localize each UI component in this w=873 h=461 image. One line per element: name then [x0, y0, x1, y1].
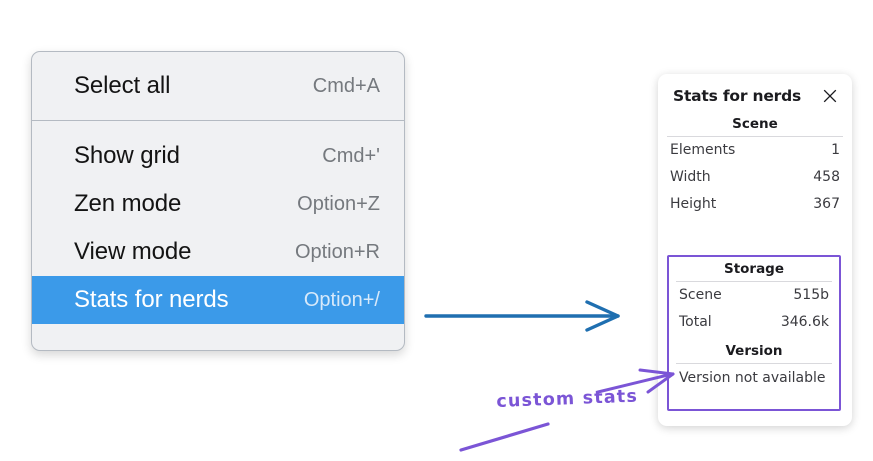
version-section-heading: Version	[725, 343, 783, 359]
stat-key: Elements	[670, 142, 736, 158]
context-menu[interactable]: Select all Cmd+A Show grid Cmd+' Zen mod…	[31, 51, 405, 351]
storage-section-heading: Storage	[723, 261, 785, 277]
scene-rule	[667, 136, 843, 137]
menu-item-zen-mode[interactable]: Zen mode Option+Z	[32, 180, 404, 228]
menu-top-padding	[32, 52, 404, 62]
menu-section-padding	[32, 110, 404, 120]
menu-item-label: View mode	[74, 238, 192, 265]
menu-item-shortcut: Option+/	[303, 288, 380, 311]
stat-row: Width 458	[658, 164, 852, 191]
stat-key: Total	[679, 314, 712, 330]
stat-value: 367	[813, 196, 840, 212]
arrow-right-icon	[424, 300, 620, 332]
menu-section2-top-padding	[32, 121, 404, 132]
menu-item-shortcut: Option+R	[294, 240, 380, 263]
menu-item-shortcut: Option+Z	[297, 192, 380, 215]
panel-title: Stats for nerds	[673, 87, 802, 105]
menu-item-label: Zen mode	[74, 190, 182, 217]
close-icon[interactable]	[822, 88, 838, 104]
stat-value: 515b	[793, 287, 829, 303]
version-rule	[676, 363, 832, 364]
menu-item-stats-for-nerds[interactable]: Stats for nerds Option+/	[32, 276, 404, 324]
menu-section-1: Select all Cmd+A	[32, 52, 404, 120]
version-text: Version not available	[679, 370, 826, 386]
stat-row: Height 367	[658, 191, 852, 218]
menu-item-view-mode[interactable]: View mode Option+R	[32, 228, 404, 276]
stat-key: Width	[670, 169, 711, 185]
scene-section-heading: Scene	[732, 116, 778, 132]
stats-for-nerds-panel[interactable]: Stats for nerds Scene Elements 1 Width 4…	[658, 74, 852, 426]
menu-item-label: Select all	[74, 72, 171, 99]
menu-item-label: Stats for nerds	[74, 286, 229, 313]
menu-item-shortcut: Cmd+A	[312, 74, 380, 97]
menu-item-shortcut: Cmd+'	[322, 144, 380, 167]
menu-item-label: Show grid	[74, 142, 180, 169]
menu-bottom-padding	[32, 324, 404, 343]
stat-row: Scene 515b	[667, 282, 841, 309]
menu-item-show-grid[interactable]: Show grid Cmd+'	[32, 132, 404, 180]
stat-value: 346.6k	[780, 314, 829, 330]
custom-stats-annotation-label: custom stats	[496, 386, 639, 412]
underline-stroke	[459, 422, 550, 452]
stat-key: Scene	[679, 287, 722, 303]
stat-row: Elements 1	[658, 137, 852, 164]
stat-value: 458	[813, 169, 840, 185]
menu-section-2: Show grid Cmd+' Zen mode Option+Z View m…	[32, 121, 404, 343]
stat-key: Height	[670, 196, 717, 212]
menu-item-select-all[interactable]: Select all Cmd+A	[32, 62, 404, 110]
stat-value: 1	[831, 142, 840, 158]
custom-stats-group: Storage Scene 515b Total 346.6k Version …	[667, 255, 841, 411]
panel-header: Stats for nerds	[658, 74, 852, 109]
stat-row: Total 346.6k	[667, 309, 841, 336]
storage-rule	[676, 281, 832, 282]
menu-divider	[32, 120, 404, 121]
